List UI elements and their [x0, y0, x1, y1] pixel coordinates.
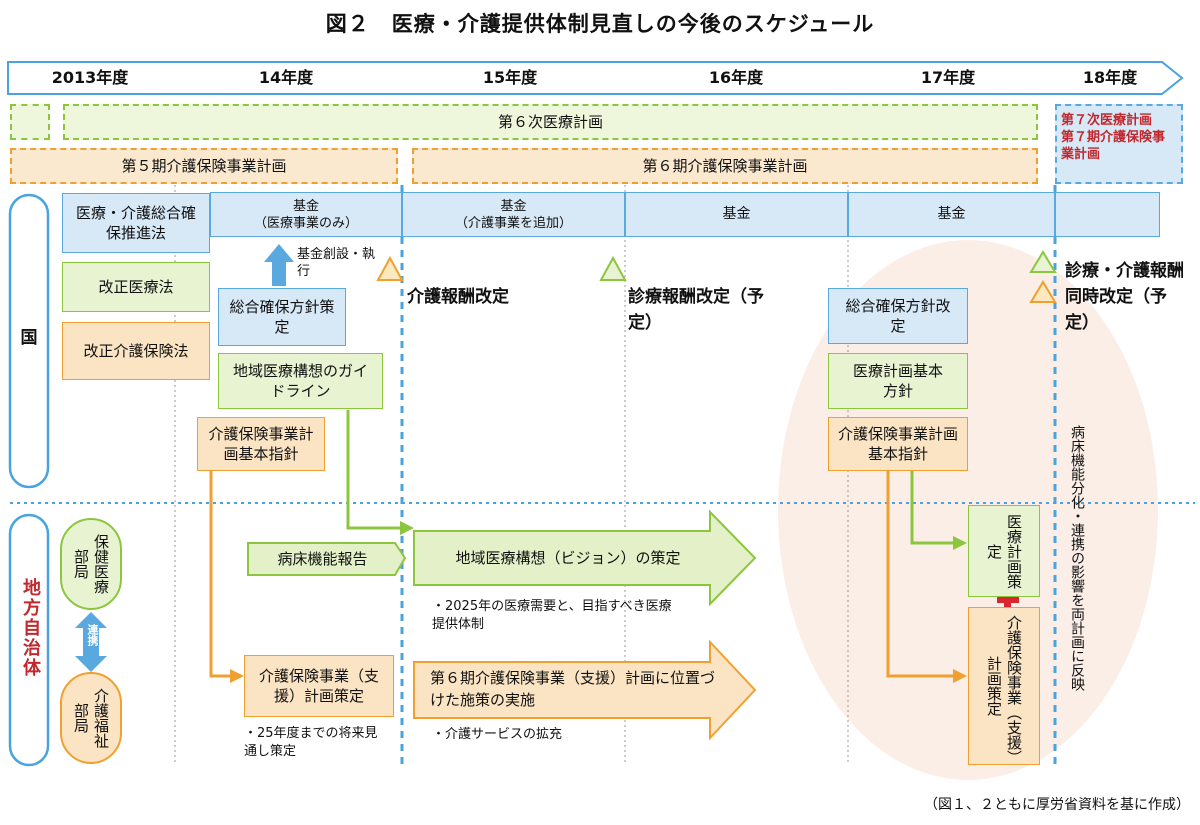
medical-revision-triangle	[599, 255, 627, 281]
care-guide17-arrow	[886, 470, 955, 678]
policy14-box: 総合確保方針策定	[218, 288, 346, 346]
welfare-dept-label: 介護福祉部局	[72, 688, 110, 748]
law-care-box: 改正介護保険法	[62, 322, 210, 380]
care-revision-label: 介護報酬改定	[407, 287, 509, 307]
law-medical-box: 改正医療法	[62, 262, 210, 312]
vision-note: ・2025年の医療需要と、目指すべき医療提供体制	[432, 599, 672, 632]
bed-report-label: 病床機能報告	[277, 550, 368, 568]
care5-band: 第５期介護保険事業計画	[10, 148, 398, 184]
joint-medical-triangle	[1029, 250, 1057, 273]
guideline-box: 地域医療構想のガイドライン	[218, 353, 383, 409]
guideline-arrow	[346, 410, 402, 530]
care6-impl-arrow	[413, 639, 757, 741]
vision-arrow	[413, 509, 757, 607]
fund-15-line1: 基金	[500, 198, 527, 214]
care-plan18-box: 介護保険事業（支援）計画策定	[968, 607, 1040, 765]
health-dept-label: 保健医療部局	[72, 534, 110, 594]
medical7-label: 第７次医療計画	[1061, 113, 1153, 128]
fund-note: 基金創設・執行	[297, 247, 376, 279]
med-basic-arrow	[910, 470, 955, 545]
joint-care-triangle	[1029, 280, 1057, 303]
medical6-band: 第６次医療計画	[63, 104, 1038, 140]
med-basic17-box: 医療計画基本方針	[828, 353, 968, 409]
local-label: 地方自治体	[20, 578, 41, 678]
year-15: 15年度	[482, 68, 538, 87]
care-guide-arrow	[209, 470, 232, 678]
year-14: 14年度	[258, 68, 314, 87]
fund-16: 基金	[625, 192, 848, 237]
medical5-tail-band	[10, 104, 50, 140]
year-17: 17年度	[920, 68, 976, 87]
national-label: 国	[20, 327, 38, 348]
care-plan-note: ・25年度までの将来見通し策定	[244, 726, 378, 759]
care-plan-local-box: 介護保険事業（支援）計画策定	[244, 655, 394, 717]
national-bracket	[8, 193, 50, 489]
plus-icon	[997, 589, 1019, 611]
year-16: 16年度	[708, 68, 764, 87]
plan7-band: 第７次医療計画 第７期介護保険事業計画	[1055, 104, 1183, 184]
law-promote-box: 医療・介護総合確保推進法	[62, 193, 210, 253]
fund-14: 基金 （医療事業のみ）	[210, 192, 402, 237]
care-plan18-label: 介護保険事業（支援）計画策定	[985, 614, 1023, 758]
bed-report-arrow	[247, 542, 407, 576]
joint-revision-label: 診療・介護報酬同時改定（予定）	[1065, 261, 1184, 333]
care6-note: ・介護サービスの拡充	[432, 727, 563, 742]
reflect-note: 病床機能分化・連携の影響を両計画に反映	[1069, 425, 1085, 691]
year-2013: 2013年度	[51, 68, 129, 87]
fund-14-line2: （医療事業のみ）	[253, 215, 358, 231]
vision-label: 地域医療構想（ビジョン）の策定	[455, 549, 681, 567]
fund-15-line2: （介護事業を追加）	[454, 215, 572, 231]
care6-impl-label: 第６期介護保険事業（支援）計画に位置づけた施策の実施	[430, 669, 716, 709]
policy17-box: 総合確保方針改定	[828, 288, 968, 344]
health-dept-oval: 保健医療部局	[60, 518, 122, 610]
medical-revision-label: 診療報酬改定（予定）	[628, 287, 764, 333]
fund-up-arrow	[264, 244, 294, 286]
fund-18	[1055, 192, 1160, 237]
welfare-dept-oval: 介護福祉部局	[60, 672, 122, 764]
med-plan-label: 医療計画策定	[985, 513, 1023, 589]
med-plan-box: 医療計画策定	[968, 505, 1040, 597]
fund-15: 基金 （介護事業を追加）	[402, 192, 625, 237]
year-18: 18年度	[1082, 68, 1138, 87]
fiscal-dividers	[400, 185, 1057, 768]
care-guide17-box: 介護保険事業計画基本指針	[828, 417, 968, 471]
source-note: （図１、２ともに厚労省資料を基に作成）	[924, 797, 1190, 813]
link-arrow	[75, 612, 107, 672]
local-bracket	[8, 513, 50, 767]
care7-label: 第７期介護保険事業計画	[1061, 130, 1166, 162]
care6-band: 第６期介護保険事業計画	[412, 148, 1038, 184]
link-label: 連携	[86, 624, 99, 646]
care-revision-triangle	[376, 255, 404, 281]
care-guide14-box: 介護保険事業計画基本指針	[197, 417, 325, 471]
fund-17: 基金	[848, 192, 1055, 237]
page-title: 図２ 医療・介護提供体制見直しの今後のスケジュール	[325, 12, 875, 36]
timeline-arrow	[7, 61, 1184, 95]
fund-14-line1: 基金	[292, 198, 319, 214]
